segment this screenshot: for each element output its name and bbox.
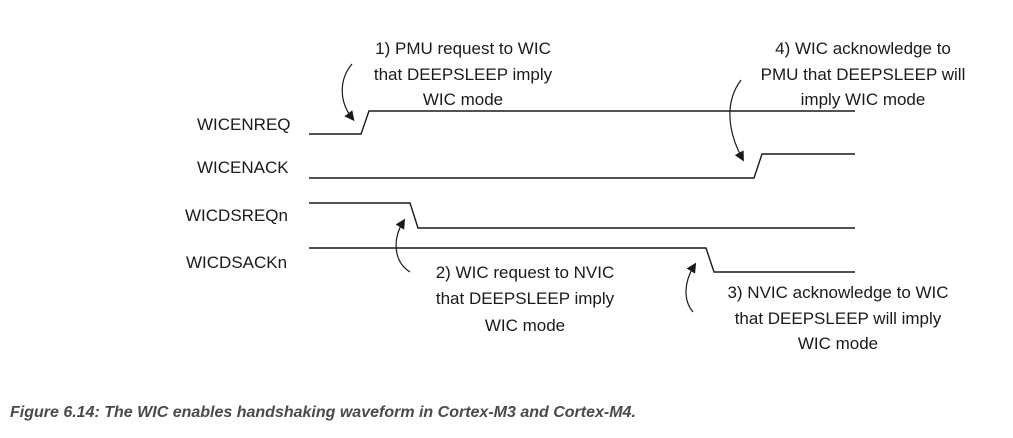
annotation-arrow-1: [341, 63, 355, 122]
annotation-arrow-2: [395, 218, 411, 273]
annotation-nvic-ack: 3) NVIC acknowledge to WIC that DEEPSLEE…: [727, 283, 948, 353]
annotation-pmu-request: 1) PMU request to WIC that DEEPSLEEP imp…: [374, 39, 553, 109]
annotation-arrow-4: [729, 79, 744, 162]
waveform-wicdsreqn: [309, 202, 855, 229]
annotation-wic-request: 2) WIC request to NVIC that DEEPSLEEP im…: [436, 263, 615, 335]
annotation-line: that DEEPSLEEP imply: [374, 65, 553, 84]
signal-label-wicdsackn: WICDSACKn: [186, 253, 287, 272]
annotation-line: WIC mode: [485, 316, 565, 335]
waveform-wicdsackn: [309, 247, 855, 273]
figure-caption: Figure 6.14: The WIC enables handshaking…: [10, 404, 636, 421]
annotation-line: 4) WIC acknowledge to: [775, 39, 951, 58]
signal-label-wicdsreqn: WICDSREQn: [185, 206, 288, 225]
annotation-line: 2) WIC request to NVIC: [436, 263, 615, 282]
annotation-line: that DEEPSLEEP will imply: [735, 309, 942, 328]
annotation-line: WIC mode: [423, 90, 503, 109]
annotation-line: that DEEPSLEEP imply: [436, 289, 615, 308]
annotation-arrow-3: [685, 262, 697, 313]
waveform-wicenack: [309, 153, 855, 179]
annotation-line: 3) NVIC acknowledge to WIC: [727, 283, 948, 302]
signal-label-wicenreq: WICENREQ: [197, 115, 291, 134]
waveform-wicenreq: [309, 110, 855, 135]
annotation-line: imply WIC mode: [801, 90, 926, 109]
annotation-line: WIC mode: [798, 334, 878, 353]
signal-label-wicenack: WICENACK: [197, 158, 289, 177]
annotation-line: 1) PMU request to WIC: [375, 39, 551, 58]
annotation-line: PMU that DEEPSLEEP will: [761, 65, 966, 84]
annotation-wic-ack: 4) WIC acknowledge to PMU that DEEPSLEEP…: [761, 39, 966, 109]
